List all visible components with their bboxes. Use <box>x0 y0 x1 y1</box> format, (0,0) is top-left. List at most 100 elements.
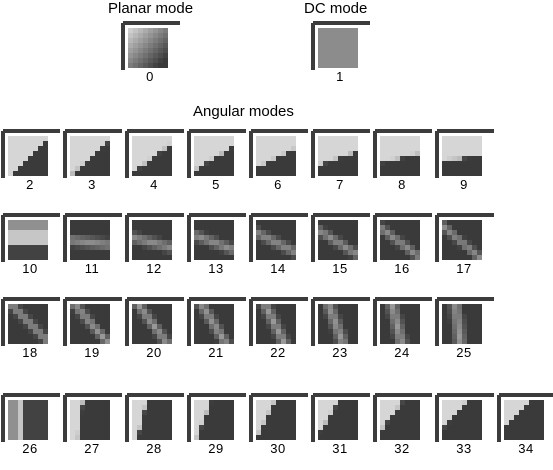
prediction-cell <box>328 151 333 156</box>
prediction-cell <box>28 405 33 410</box>
prediction-cell <box>286 430 291 435</box>
prediction-cell <box>224 146 229 151</box>
prediction-cell <box>472 141 477 146</box>
prediction-cell <box>462 430 467 435</box>
prediction-cell <box>452 309 457 314</box>
prediction-cell <box>318 425 323 430</box>
prediction-cell <box>286 420 291 425</box>
prediction-cell <box>209 250 214 255</box>
prediction-cell <box>137 146 142 151</box>
mode-10-block <box>1 213 60 262</box>
prediction-cell <box>477 410 482 415</box>
mode-9: 9 <box>434 128 494 200</box>
left-reference-samples <box>1 299 5 346</box>
prediction-cell <box>256 166 261 171</box>
prediction-cell <box>328 420 333 425</box>
prediction-cell <box>219 156 224 161</box>
prediction-cell <box>261 220 266 225</box>
prediction-cell <box>137 420 142 425</box>
prediction-cell <box>328 240 333 245</box>
mode-21-block <box>187 297 246 346</box>
prediction-cell <box>23 141 28 146</box>
prediction-cell <box>452 430 457 435</box>
prediction-cell <box>95 230 100 235</box>
prediction-cell <box>229 339 234 344</box>
prediction-cell <box>338 319 343 324</box>
prediction-cell <box>229 255 234 260</box>
prediction-cell <box>194 430 199 435</box>
top-reference-samples <box>65 129 122 133</box>
prediction-cell <box>286 171 291 176</box>
prediction-cell <box>204 255 209 260</box>
prediction-cell <box>18 141 23 146</box>
prediction-cell <box>380 410 385 415</box>
prediction-cell <box>224 334 229 339</box>
prediction-cell <box>219 240 224 245</box>
prediction-cell <box>477 314 482 319</box>
prediction-cell <box>348 220 353 225</box>
prediction-cell <box>462 339 467 344</box>
mode-32: 32 <box>372 392 432 464</box>
prediction-cell <box>209 339 214 344</box>
prediction-cell <box>472 136 477 141</box>
prediction-cell <box>509 425 514 430</box>
prediction-cell <box>224 400 229 405</box>
prediction-cell <box>148 63 153 68</box>
prediction-cell <box>318 435 323 440</box>
prediction-cell <box>75 136 80 141</box>
prediction-cell <box>256 136 261 141</box>
prediction-cell <box>281 324 286 329</box>
prediction-cell <box>338 430 343 435</box>
prediction-cell <box>395 156 400 161</box>
prediction-cell <box>353 166 358 171</box>
dc-mode-heading: DC mode <box>304 0 368 17</box>
prediction-cell <box>23 136 28 141</box>
prediction-cell <box>291 166 296 171</box>
prediction-cell <box>70 329 75 334</box>
prediction-cell <box>395 151 400 156</box>
prediction-cell <box>138 58 143 63</box>
prediction-cell <box>209 430 214 435</box>
prediction-cell <box>100 420 105 425</box>
prediction-cell <box>23 319 28 324</box>
prediction-cell <box>90 329 95 334</box>
prediction-cell <box>328 304 333 309</box>
prediction-cell <box>400 156 405 161</box>
left-reference-samples <box>373 395 377 442</box>
prediction-cell <box>400 415 405 420</box>
prediction-cell <box>137 255 142 260</box>
prediction-cell <box>38 225 43 230</box>
prediction-cell <box>395 309 400 314</box>
prediction-cell <box>147 161 152 166</box>
prediction-cell <box>385 410 390 415</box>
prediction-cell <box>472 166 477 171</box>
prediction-cell <box>261 329 266 334</box>
prediction-cell <box>204 304 209 309</box>
prediction-cell <box>142 410 147 415</box>
prediction-cell <box>266 230 271 235</box>
prediction-cell <box>38 304 43 309</box>
prediction-cell <box>338 420 343 425</box>
prediction-cell <box>447 410 452 415</box>
prediction-cell <box>143 33 148 38</box>
prediction-cell <box>338 230 343 235</box>
prediction-cell <box>194 171 199 176</box>
prediction-cell <box>75 240 80 245</box>
prediction-cell <box>142 166 147 171</box>
prediction-cell <box>209 161 214 166</box>
prediction-cell <box>152 151 157 156</box>
mode-number-label: 33 <box>456 441 472 456</box>
prediction-cell <box>256 415 261 420</box>
prediction-cell <box>472 151 477 156</box>
prediction-cell <box>23 339 28 344</box>
prediction-cell <box>519 420 524 425</box>
prediction-cell <box>472 319 477 324</box>
prediction-cell <box>219 304 224 309</box>
prediction-cell <box>447 250 452 255</box>
prediction-cell <box>132 319 137 324</box>
prediction-cell <box>8 136 13 141</box>
top-reference-samples <box>251 297 308 301</box>
prediction-cell <box>261 225 266 230</box>
prediction-cell <box>219 161 224 166</box>
prediction-cell <box>457 225 462 230</box>
